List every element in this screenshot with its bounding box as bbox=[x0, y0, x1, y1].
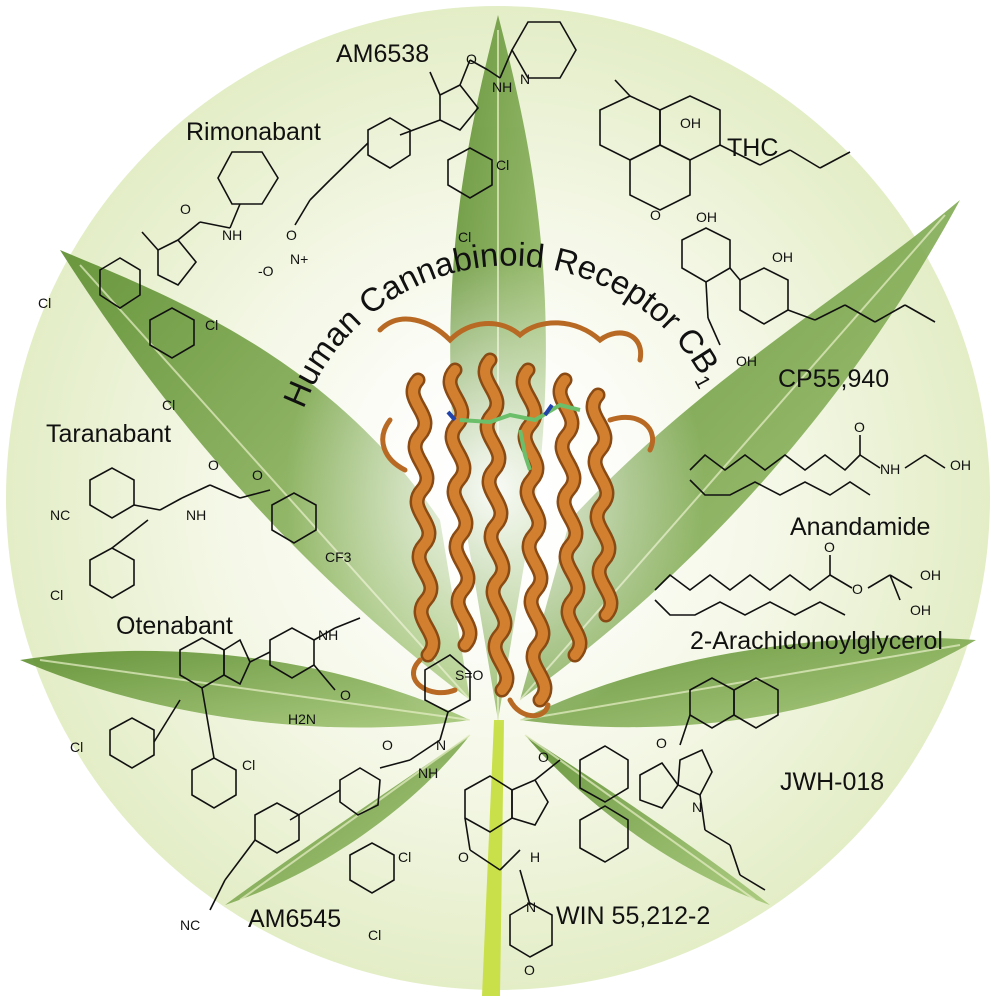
anandamide-oh-atom: OH bbox=[950, 457, 971, 473]
am6545-structure bbox=[209, 654, 471, 911]
leaf-stem bbox=[482, 720, 504, 996]
jwh018-structure bbox=[639, 677, 779, 891]
am6545-nc-atom: NC bbox=[180, 917, 200, 933]
rimonabant-nh-atom: NH bbox=[222, 227, 242, 243]
2ag-o2-atom: O bbox=[852, 581, 863, 597]
am6538-cl1-atom: Cl bbox=[496, 157, 509, 173]
win55212-o1-atom: O bbox=[538, 749, 549, 765]
taranabant-cl-atom: Cl bbox=[50, 587, 63, 603]
label-otenabant: Otenabant bbox=[116, 612, 233, 640]
taranabant-o1-atom: O bbox=[208, 457, 219, 473]
anandamide-structure bbox=[689, 435, 946, 496]
rimonabant-structure bbox=[99, 151, 279, 359]
win55212-structure bbox=[464, 745, 629, 958]
am6538-nitro-o1: O bbox=[286, 227, 297, 243]
am6538-n-atom: N bbox=[520, 71, 530, 87]
cp55940-oh1-atom: OH bbox=[696, 209, 717, 225]
taranabant-cf3-atom: CF3 bbox=[325, 549, 352, 565]
2ag-oh1-atom: OH bbox=[920, 567, 941, 583]
am6538-cl2-atom: Cl bbox=[458, 229, 471, 245]
cb1-receptor-ribbon bbox=[377, 316, 656, 719]
taranabant-nc-atom: NC bbox=[50, 507, 70, 523]
label-jwh018: JWH-018 bbox=[780, 768, 885, 796]
2ag-structure bbox=[654, 555, 913, 616]
cp55940-oh3-atom: OH bbox=[736, 353, 757, 369]
otenabant-nh2-atom: H2N bbox=[288, 711, 316, 727]
thc-o-atom: O bbox=[650, 207, 661, 223]
jwh018-n-atom: N bbox=[692, 799, 702, 815]
2ag-oh2-atom: OH bbox=[910, 602, 931, 618]
thc-structure bbox=[599, 79, 851, 211]
otenabant-structure bbox=[109, 617, 361, 809]
rimonabant-cl3-atom: Cl bbox=[162, 397, 175, 413]
2ag-o1-atom: O bbox=[824, 539, 835, 555]
label-anandamide: Anandamide bbox=[790, 513, 931, 541]
taranabant-structure bbox=[89, 467, 317, 599]
am6538-nh-atom: NH bbox=[492, 79, 512, 95]
jwh018-o-atom: O bbox=[656, 735, 667, 751]
label-cp55940: CP55,940 bbox=[778, 365, 890, 393]
label-rimonabant: Rimonabant bbox=[186, 118, 321, 146]
am6538-nitro-o2: -O bbox=[258, 263, 274, 279]
am6545-cl1-atom: Cl bbox=[398, 849, 411, 865]
rimonabant-cl2-atom: Cl bbox=[205, 317, 218, 333]
am6545-nh-atom: NH bbox=[418, 765, 438, 781]
label-am6545: AM6545 bbox=[248, 905, 342, 933]
otenabant-hn-atom: NH bbox=[318, 627, 338, 643]
am6538-nitro-n: N+ bbox=[290, 251, 308, 267]
am6545-n-atom: N bbox=[436, 737, 446, 753]
taranabant-o2-atom: O bbox=[252, 467, 263, 483]
win55212-n-atom: N bbox=[526, 899, 536, 915]
cp55940-structure bbox=[681, 227, 936, 346]
cp55940-oh2-atom: OH bbox=[772, 249, 793, 265]
rimonabant-o-atom: O bbox=[180, 201, 191, 217]
rimonabant-cl1-atom: Cl bbox=[38, 295, 51, 311]
am6545-o-atom: O bbox=[382, 737, 393, 753]
label-2-arachidonoylglycerol: 2-Arachidonoylglycerol bbox=[690, 627, 943, 655]
win55212-h-atom: H bbox=[530, 849, 540, 865]
taranabant-nh-atom: NH bbox=[186, 507, 206, 523]
otenabant-o-atom: O bbox=[340, 687, 351, 703]
label-win55212: WIN 55,212-2 bbox=[556, 902, 711, 930]
label-taranabant: Taranabant bbox=[46, 420, 172, 448]
anandamide-nh-atom: NH bbox=[880, 461, 900, 477]
am6545-so2-atom: S=O bbox=[455, 667, 484, 683]
anandamide-o-atom: O bbox=[854, 419, 865, 435]
bound-ligand bbox=[446, 402, 581, 471]
thc-oh-atom: OH bbox=[680, 115, 701, 131]
win55212-o2-atom: O bbox=[458, 849, 469, 865]
label-thc: THC bbox=[727, 134, 779, 162]
otenabant-cl2-atom: Cl bbox=[242, 757, 255, 773]
otenabant-cl1-atom: Cl bbox=[70, 739, 83, 755]
win55212-o3-atom: O bbox=[524, 962, 535, 978]
label-am6538: AM6538 bbox=[336, 40, 430, 68]
am6538-o-atom: O bbox=[466, 51, 477, 67]
am6538-structure bbox=[294, 21, 577, 226]
am6545-cl2-atom: Cl bbox=[368, 927, 381, 943]
